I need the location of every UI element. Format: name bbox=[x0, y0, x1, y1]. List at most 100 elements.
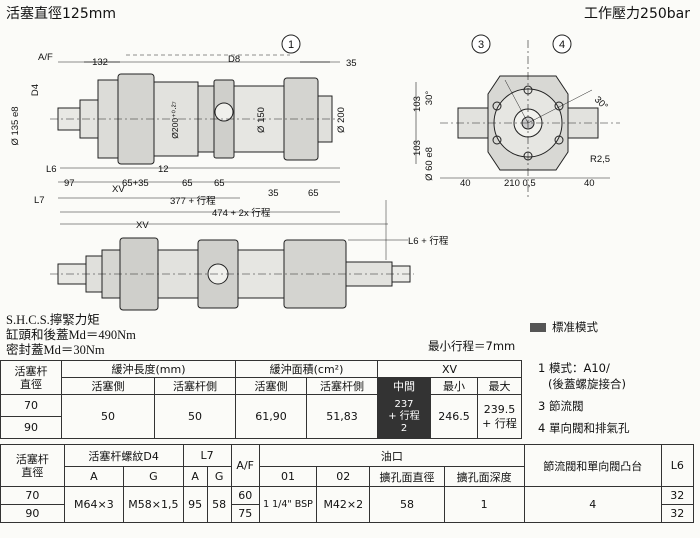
dim-65b: 65 bbox=[214, 178, 225, 189]
t1-h-cushion-len: 緩沖長度(mm) bbox=[61, 360, 236, 378]
callout-3-circle bbox=[471, 34, 491, 54]
t1-area-piston: 61,90 bbox=[235, 394, 307, 439]
t2-h-g: G bbox=[123, 466, 184, 487]
t2-h-02: 02 bbox=[316, 466, 371, 487]
t2-h-rod: 活塞杆 直徑 bbox=[0, 444, 65, 487]
cylinder-top-view bbox=[50, 73, 340, 165]
dim-65a: 65 bbox=[182, 178, 193, 189]
dim-phi-150: Ø 150 bbox=[256, 107, 267, 133]
t2-h-port: 油口 bbox=[258, 444, 525, 467]
dim-132: 132 bbox=[92, 57, 108, 68]
dim-97: 97 bbox=[64, 178, 75, 189]
dim-d8: D8 bbox=[228, 54, 240, 65]
t2-h-g2: G bbox=[206, 466, 232, 487]
pressure-title: 工作壓力250bar bbox=[584, 6, 690, 22]
t2-l6-70: 32 bbox=[660, 486, 695, 505]
t2-h-cb-depth: 擴孔面深度 bbox=[443, 466, 525, 487]
dim-phi-200-27: Ø200⁺⁰·²⁷ bbox=[170, 101, 180, 138]
legend-item-1-sub: (後蓋螺旋接合) bbox=[548, 377, 626, 391]
dim-65-35: 65+35 bbox=[122, 178, 149, 189]
t2-af-70: 60 bbox=[230, 486, 260, 505]
t2-l7-a: 95 bbox=[182, 486, 208, 523]
t2-port-02: M42×2 bbox=[316, 486, 371, 523]
t2-thread-a: M64×3 bbox=[63, 486, 125, 523]
cylinder-end-view bbox=[440, 40, 620, 200]
t1-area-rod: 51,83 bbox=[306, 394, 378, 439]
note-shcs: S.H.C.S.擰緊力矩 bbox=[6, 313, 100, 327]
callout-1-circle bbox=[281, 34, 301, 54]
note-md1: 缸頭和後蓋Md＝490Nm bbox=[6, 328, 136, 342]
dim-40b: 40 bbox=[584, 178, 595, 189]
dim-phi-60: Ø 60 e8 bbox=[424, 147, 435, 181]
t1-h-rod: 活塞杆 直徑 bbox=[0, 360, 62, 395]
standard-mode-label: 標准模式 bbox=[530, 319, 598, 335]
dim-103a: 103 bbox=[412, 96, 423, 112]
callout-1: 1 bbox=[288, 39, 294, 51]
t2-h-l7: L7 bbox=[182, 444, 232, 467]
dim-65c: 65 bbox=[308, 188, 319, 199]
dim-l7: L7 bbox=[34, 195, 45, 206]
t1-xv-min: 246.5 bbox=[430, 394, 478, 439]
t2-valve: 4 bbox=[523, 486, 662, 523]
t2-cb-depth: 1 bbox=[443, 486, 525, 523]
callout-3: 3 bbox=[478, 39, 484, 51]
dim-xv-bottom: XV bbox=[136, 220, 149, 231]
dim-30a: 30° bbox=[424, 91, 435, 106]
t2-l7-g: 58 bbox=[206, 486, 232, 523]
t2-h-cb-dia: 擴孔面直徑 bbox=[369, 466, 445, 487]
dim-35b: 35 bbox=[268, 188, 279, 199]
t2-h-a: A bbox=[63, 466, 125, 487]
dim-12: 12 bbox=[158, 164, 169, 175]
t1-len-piston: 50 bbox=[61, 394, 155, 439]
technical-drawing: 1 3 4 A/F 132 D8 35 Ø 135 e8 D4 Ø200⁺⁰·²… bbox=[10, 34, 620, 311]
t2-cb-dia: 58 bbox=[369, 486, 445, 523]
t1-row-90: 90 bbox=[0, 416, 62, 439]
t1-h-max: 最大 bbox=[477, 377, 522, 395]
t2-row-90: 90 bbox=[0, 504, 65, 523]
t2-h-a2: A bbox=[182, 466, 208, 487]
t1-h-piston2: 活塞側 bbox=[235, 377, 307, 395]
dim-phi-200: Ø 200 bbox=[336, 107, 347, 133]
dim-377: 377 + 行程 bbox=[170, 195, 216, 207]
t1-h-xv: XV bbox=[377, 360, 522, 378]
dim-l6: L6 bbox=[46, 164, 57, 175]
dim-103b: 103 bbox=[412, 140, 423, 156]
page-title: 活塞直徑125mm bbox=[6, 6, 116, 22]
callout-4-circle bbox=[552, 34, 572, 54]
t1-h-mid: 中間 bbox=[377, 377, 431, 395]
t2-thread-g: M58×1,5 bbox=[123, 486, 184, 523]
t2-af-90: 75 bbox=[230, 504, 260, 523]
dim-210: 210 0,5 bbox=[504, 178, 536, 189]
standard-mode-swatch bbox=[530, 323, 546, 332]
legend-item-1: 1 模式：A10/ bbox=[538, 361, 610, 375]
t1-h-min: 最小 bbox=[430, 377, 478, 395]
dim-xv: XV bbox=[112, 184, 125, 195]
legend-item-4: 4 單向閥和排氣孔 bbox=[538, 421, 630, 435]
dim-35: 35 bbox=[346, 58, 357, 69]
t1-h-rod2: 活塞杆側 bbox=[306, 377, 378, 395]
dim-l6-stroke: L6 + 行程 bbox=[408, 235, 449, 247]
dim-40a: 40 bbox=[460, 178, 471, 189]
t1-xv-mid: 237 + 行程 2 bbox=[377, 394, 431, 439]
t2-l6-90: 32 bbox=[660, 504, 695, 523]
t1-h-cushion-area: 緩沖面積(cm²) bbox=[235, 360, 378, 378]
dimension-table: 活塞杆 直徑 活塞杆螺紋D4 L7 A/F 油口 節流閥和單向閥凸台 L6 A … bbox=[0, 444, 695, 523]
legend: 1 模式：A10/ (後蓋螺旋接合) 3 節流閥 4 單向閥和排氣孔 bbox=[538, 360, 629, 436]
dim-r25: R2,5 bbox=[590, 154, 610, 165]
t2-port-01: 1 1/4" BSP bbox=[258, 486, 318, 523]
callout-4: 4 bbox=[559, 39, 565, 51]
note-md2: 密封蓋Md＝30Nm bbox=[6, 343, 105, 357]
legend-item-3: 3 節流閥 bbox=[538, 399, 584, 413]
t2-h-valve: 節流閥和單向閥凸台 bbox=[523, 444, 662, 487]
dim-af: A/F bbox=[38, 52, 53, 63]
min-stroke-note: 最小行程＝7mm bbox=[428, 339, 516, 353]
t1-len-rod: 50 bbox=[154, 394, 236, 439]
t2-h-01: 01 bbox=[258, 466, 318, 487]
t2-row-70: 70 bbox=[0, 486, 65, 505]
t2-h-l6: L6 bbox=[660, 444, 695, 487]
t1-row-70: 70 bbox=[0, 394, 62, 417]
t1-h-rod1: 活塞杆側 bbox=[154, 377, 236, 395]
t1-h-piston1: 活塞側 bbox=[61, 377, 155, 395]
cushion-table: 活塞杆 直徑 緩沖長度(mm) 緩沖面積(cm²) XV 活塞側 活塞杆側 活塞… bbox=[0, 360, 522, 439]
dim-d4: D4 bbox=[30, 84, 41, 96]
